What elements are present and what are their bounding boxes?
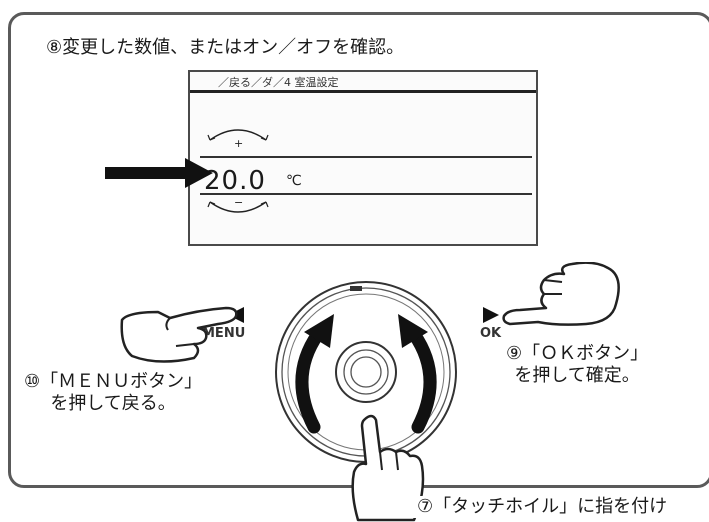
lcd-lower-divider [200,193,532,195]
temperature-unit: ℃ [286,173,302,189]
step9-line2: を押して確定。 [514,365,640,386]
indicator-arrow-icon [105,158,213,188]
plus-symbol: + [234,137,243,150]
ok-button-label[interactable]: OK [480,326,502,341]
lcd-screen: ／戻る／ダ／4 室温設定 20.0 ℃ + − [188,70,538,246]
temperature-value: 20.0 [204,166,266,196]
decrease-arc-icon [209,201,267,213]
hand-pointing-right-icon [120,306,238,363]
step10-line2: を押して戻る。 [50,393,176,414]
ok-right-triangle-icon [483,307,499,323]
hand-pointing-left-icon [502,262,620,326]
increase-arc-icon [209,129,267,141]
hand-pointing-up-icon [351,414,425,522]
lcd-arc-indicators: + − [207,129,269,213]
rotate-right-arrow-icon [407,327,437,434]
lcd-header-divider [190,90,536,93]
center-button [335,341,397,403]
menu-button-label[interactable]: MENU [202,326,246,341]
step9-line1: ⑨「ＯＫボタン」 [506,343,649,364]
step10-line1: ⑩「ＭＥＮＵボタン」 [24,371,203,392]
lcd-header-breadcrumb: ／戻る／ダ／4 室温設定 [218,76,339,89]
step8-instruction: ⑧変更した数値、またはオン／オフを確認。 [46,37,405,58]
step10-instruction: ⑩「ＭＥＮＵボタン」 を押して戻る。 [24,371,202,415]
lcd-upper-divider [200,156,532,158]
step7-instruction: ⑦「タッチホイル」に指を付け [413,496,668,518]
step9-instruction: ⑨「ＯＫボタン」 を押して確定。 [506,343,648,387]
rotate-left-arrow-icon [295,327,325,434]
minus-symbol: − [234,196,243,209]
